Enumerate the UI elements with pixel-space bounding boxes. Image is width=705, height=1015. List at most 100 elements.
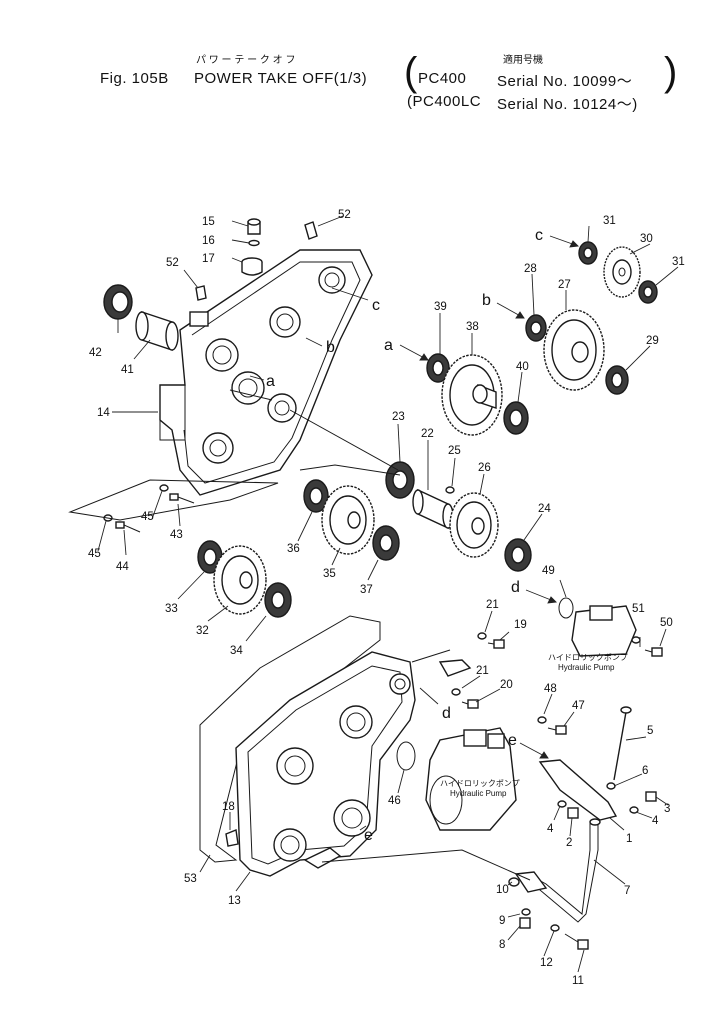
washer-4-left <box>557 800 567 808</box>
key-25 <box>445 486 455 494</box>
pump-labels: ハイドロリックポンプ Hydraulic Pump ハイドロリックポンプ Hyd… <box>440 653 628 798</box>
ref-letter-b-arrow: b <box>482 292 491 309</box>
callout-39: 39 <box>434 301 447 313</box>
upper-gear-case <box>159 249 373 496</box>
pump-upper-en: Hydraulic Pump <box>558 663 615 672</box>
ref-letter-e-case: e <box>364 827 373 844</box>
callout-6: 6 <box>642 765 648 777</box>
callout-48: 48 <box>544 683 557 695</box>
callout-33: 33 <box>165 603 178 615</box>
washer-21-mid <box>451 688 461 696</box>
open-paren: ( <box>404 50 418 94</box>
callout-18: 18 <box>222 801 235 813</box>
pin-52-left <box>195 285 207 301</box>
bearing-29 <box>605 365 629 395</box>
figure-header: パ ワ ー テ ー ク オ フ 適用号機 Fig. 105B POWER TAK… <box>0 0 705 115</box>
o-ring-6 <box>606 782 616 790</box>
callout-35: 35 <box>323 568 336 580</box>
callout-38: 38 <box>466 321 479 333</box>
callout-20: 20 <box>500 679 513 691</box>
bearing-28 <box>525 314 547 342</box>
figure-number: Fig. 105B <box>100 70 169 87</box>
o-ring-49 <box>558 597 574 619</box>
bearing-33 <box>197 540 223 574</box>
callout-40: 40 <box>516 361 529 373</box>
flange-42 <box>103 284 133 320</box>
plug-8 <box>519 917 531 929</box>
callout-41: 41 <box>121 364 134 376</box>
callout-52-top: 52 <box>338 209 351 221</box>
shaft-22 <box>412 488 454 530</box>
pin-18 <box>225 829 239 847</box>
bracket-1 <box>538 759 618 821</box>
bracket-upper <box>438 659 472 677</box>
callout-43: 43 <box>170 529 183 541</box>
callout-27: 27 <box>558 279 571 291</box>
sleeve-41 <box>135 311 179 351</box>
callout-25: 25 <box>448 445 461 457</box>
callout-28: 28 <box>524 263 537 275</box>
kana-title: パ ワ ー テ ー ク オ フ <box>196 55 296 66</box>
callout-47: 47 <box>572 700 585 712</box>
bolt-20 <box>461 699 479 709</box>
callout-21-top: 21 <box>486 599 499 611</box>
ref-letter-b-case: b <box>326 339 335 356</box>
callout-10: 10 <box>496 884 509 896</box>
callout-31-right: 31 <box>672 256 685 268</box>
callout-15: 15 <box>202 216 215 228</box>
gear-35 <box>321 485 375 555</box>
bolt-11 <box>564 933 589 950</box>
gear-38 <box>441 354 503 436</box>
pump-upper-jp: ハイドロリックポンプ <box>548 653 628 662</box>
washer-21-top <box>477 632 487 640</box>
breather-17 <box>241 257 263 276</box>
callout-30: 30 <box>640 233 653 245</box>
bearing-39 <box>426 353 450 383</box>
hydraulic-pump-lower <box>425 727 517 831</box>
callout-31-left: 31 <box>603 215 616 227</box>
callout-44: 44 <box>116 561 129 573</box>
washer-16 <box>248 239 260 247</box>
callout-50: 50 <box>660 617 673 629</box>
hydraulic-pump-upper <box>571 605 637 657</box>
callout-49: 49 <box>542 565 555 577</box>
callout-4-right: 4 <box>652 815 659 827</box>
callout-34: 34 <box>230 645 243 657</box>
bearing-34 <box>264 582 292 618</box>
bolt-3 <box>645 791 657 802</box>
callout-26: 26 <box>478 462 491 474</box>
serial-pc400lc: Serial No. 10124～) <box>497 96 638 113</box>
callout-1: 1 <box>626 833 632 845</box>
plug-15 <box>247 218 261 235</box>
washer-51 <box>631 636 641 644</box>
callout-24: 24 <box>538 503 551 515</box>
washer-4-right <box>629 806 639 814</box>
callout-labels: 15 16 17 52 52 42 41 14 45 43 45 44 31 3… <box>88 209 685 987</box>
callout-12: 12 <box>540 957 553 969</box>
callout-8: 8 <box>499 939 505 951</box>
close-paren: ) <box>664 50 678 94</box>
bolt-43 <box>159 484 195 504</box>
bolt-19 <box>487 639 505 649</box>
bolt-47 <box>547 725 567 735</box>
tube-7 <box>514 818 601 923</box>
serial-pc400: Serial No. 10099～ <box>497 73 633 90</box>
gear-32 <box>213 545 267 615</box>
model-pc400: PC400 <box>418 70 467 87</box>
ref-letter-c-case: c <box>372 297 380 314</box>
callout-21-mid: 21 <box>476 665 489 677</box>
pin-52-top <box>304 221 318 240</box>
callout-17: 17 <box>202 253 215 265</box>
callout-32: 32 <box>196 625 209 637</box>
callout-7: 7 <box>624 885 630 897</box>
callout-3: 3 <box>664 803 670 815</box>
o-ring-46 <box>396 741 416 771</box>
washer-12 <box>550 924 560 932</box>
kana-serial-label: 適用号機 <box>503 55 543 66</box>
gear-30 <box>603 246 641 298</box>
callout-2: 2 <box>566 837 572 849</box>
bearing-23 <box>385 461 415 499</box>
leader-lines <box>97 215 679 973</box>
gear-26 <box>449 492 499 558</box>
callout-22: 22 <box>421 428 434 440</box>
